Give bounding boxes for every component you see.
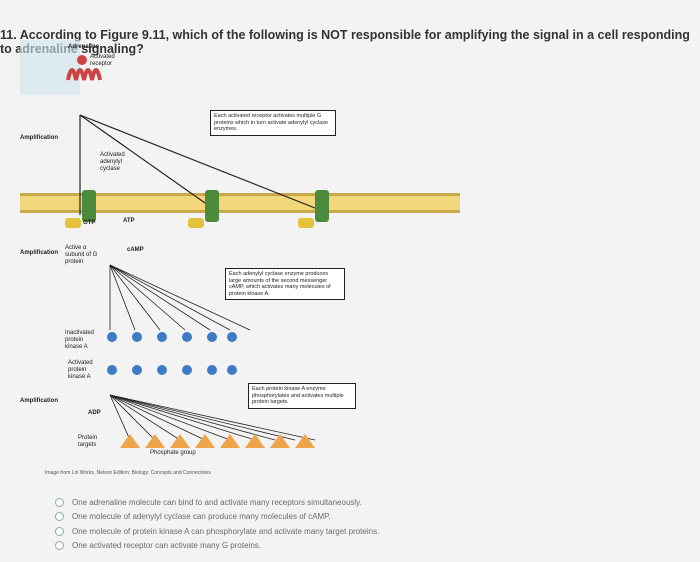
label-activated-adenylyl: Activated adenylyl cyclase [100, 152, 125, 172]
cyclase-2 [188, 190, 219, 228]
label-camp: cAMP [127, 247, 144, 253]
label-amplification-2: Amplification [20, 250, 59, 256]
option-2-label: One molecule of adenylyl cyclase can pro… [72, 512, 331, 522]
option-2-radio[interactable] [55, 512, 64, 522]
option-4-label: One activated receptor can activate many… [72, 541, 261, 551]
receptor-shape [66, 68, 102, 81]
membrane-band [20, 193, 460, 213]
label-protein-targets: Protein targets [78, 435, 98, 448]
label-amplification-3: Amplification [20, 398, 59, 404]
option-4-radio[interactable] [55, 541, 64, 551]
figure-drawing [20, 40, 460, 448]
label-adp: ADP [88, 410, 101, 416]
label-activated-receptor: Activated receptor [90, 54, 115, 67]
option-3[interactable]: One molecule of protein kinase A can pho… [55, 524, 695, 539]
label-inactivated-pka: Inactivated protein kinase A [65, 330, 95, 350]
option-3-label: One molecule of protein kinase A can pho… [72, 526, 380, 536]
cyclase-3 [298, 190, 329, 228]
option-3-radio[interactable] [55, 526, 64, 536]
caption-kinase: Each protein kinase A enzyme phosphoryla… [248, 383, 356, 409]
answer-options: One adrenaline molecule can bind to and … [55, 495, 695, 553]
option-1-radio[interactable] [55, 497, 64, 507]
question-number: 11. [0, 28, 17, 42]
option-1[interactable]: One adrenaline molecule can bind to and … [55, 495, 695, 510]
label-adrenaline: Adrenaline [68, 44, 100, 50]
label-atp: ATP [123, 218, 135, 224]
adrenaline-molecule [77, 55, 87, 65]
label-amplification-1: Amplification [20, 135, 59, 141]
figure-credit: Image from Lin Works, Nelson Edition; Bi… [45, 470, 211, 476]
label-phosphate-group: Phosphate group [150, 450, 196, 456]
caption-cyclase: Each adenylyl cyclase enzyme produces la… [225, 268, 345, 300]
option-2[interactable]: One molecule of adenylyl cyclase can pro… [55, 510, 695, 525]
label-gtp: GTP [83, 220, 96, 226]
label-active-subunit: Active α subunit of G protein [65, 245, 98, 265]
option-1-label: One adrenaline molecule can bind to and … [72, 497, 362, 507]
signaling-figure: Adrenaline Activated receptor Amplificat… [20, 40, 460, 480]
cyclase-1 [65, 190, 96, 228]
label-activated-pka: Activated protein kinase A [68, 360, 93, 380]
option-4[interactable]: One activated receptor can activate many… [55, 539, 695, 554]
caption-receptor: Each activated receptor activates multip… [210, 110, 336, 136]
